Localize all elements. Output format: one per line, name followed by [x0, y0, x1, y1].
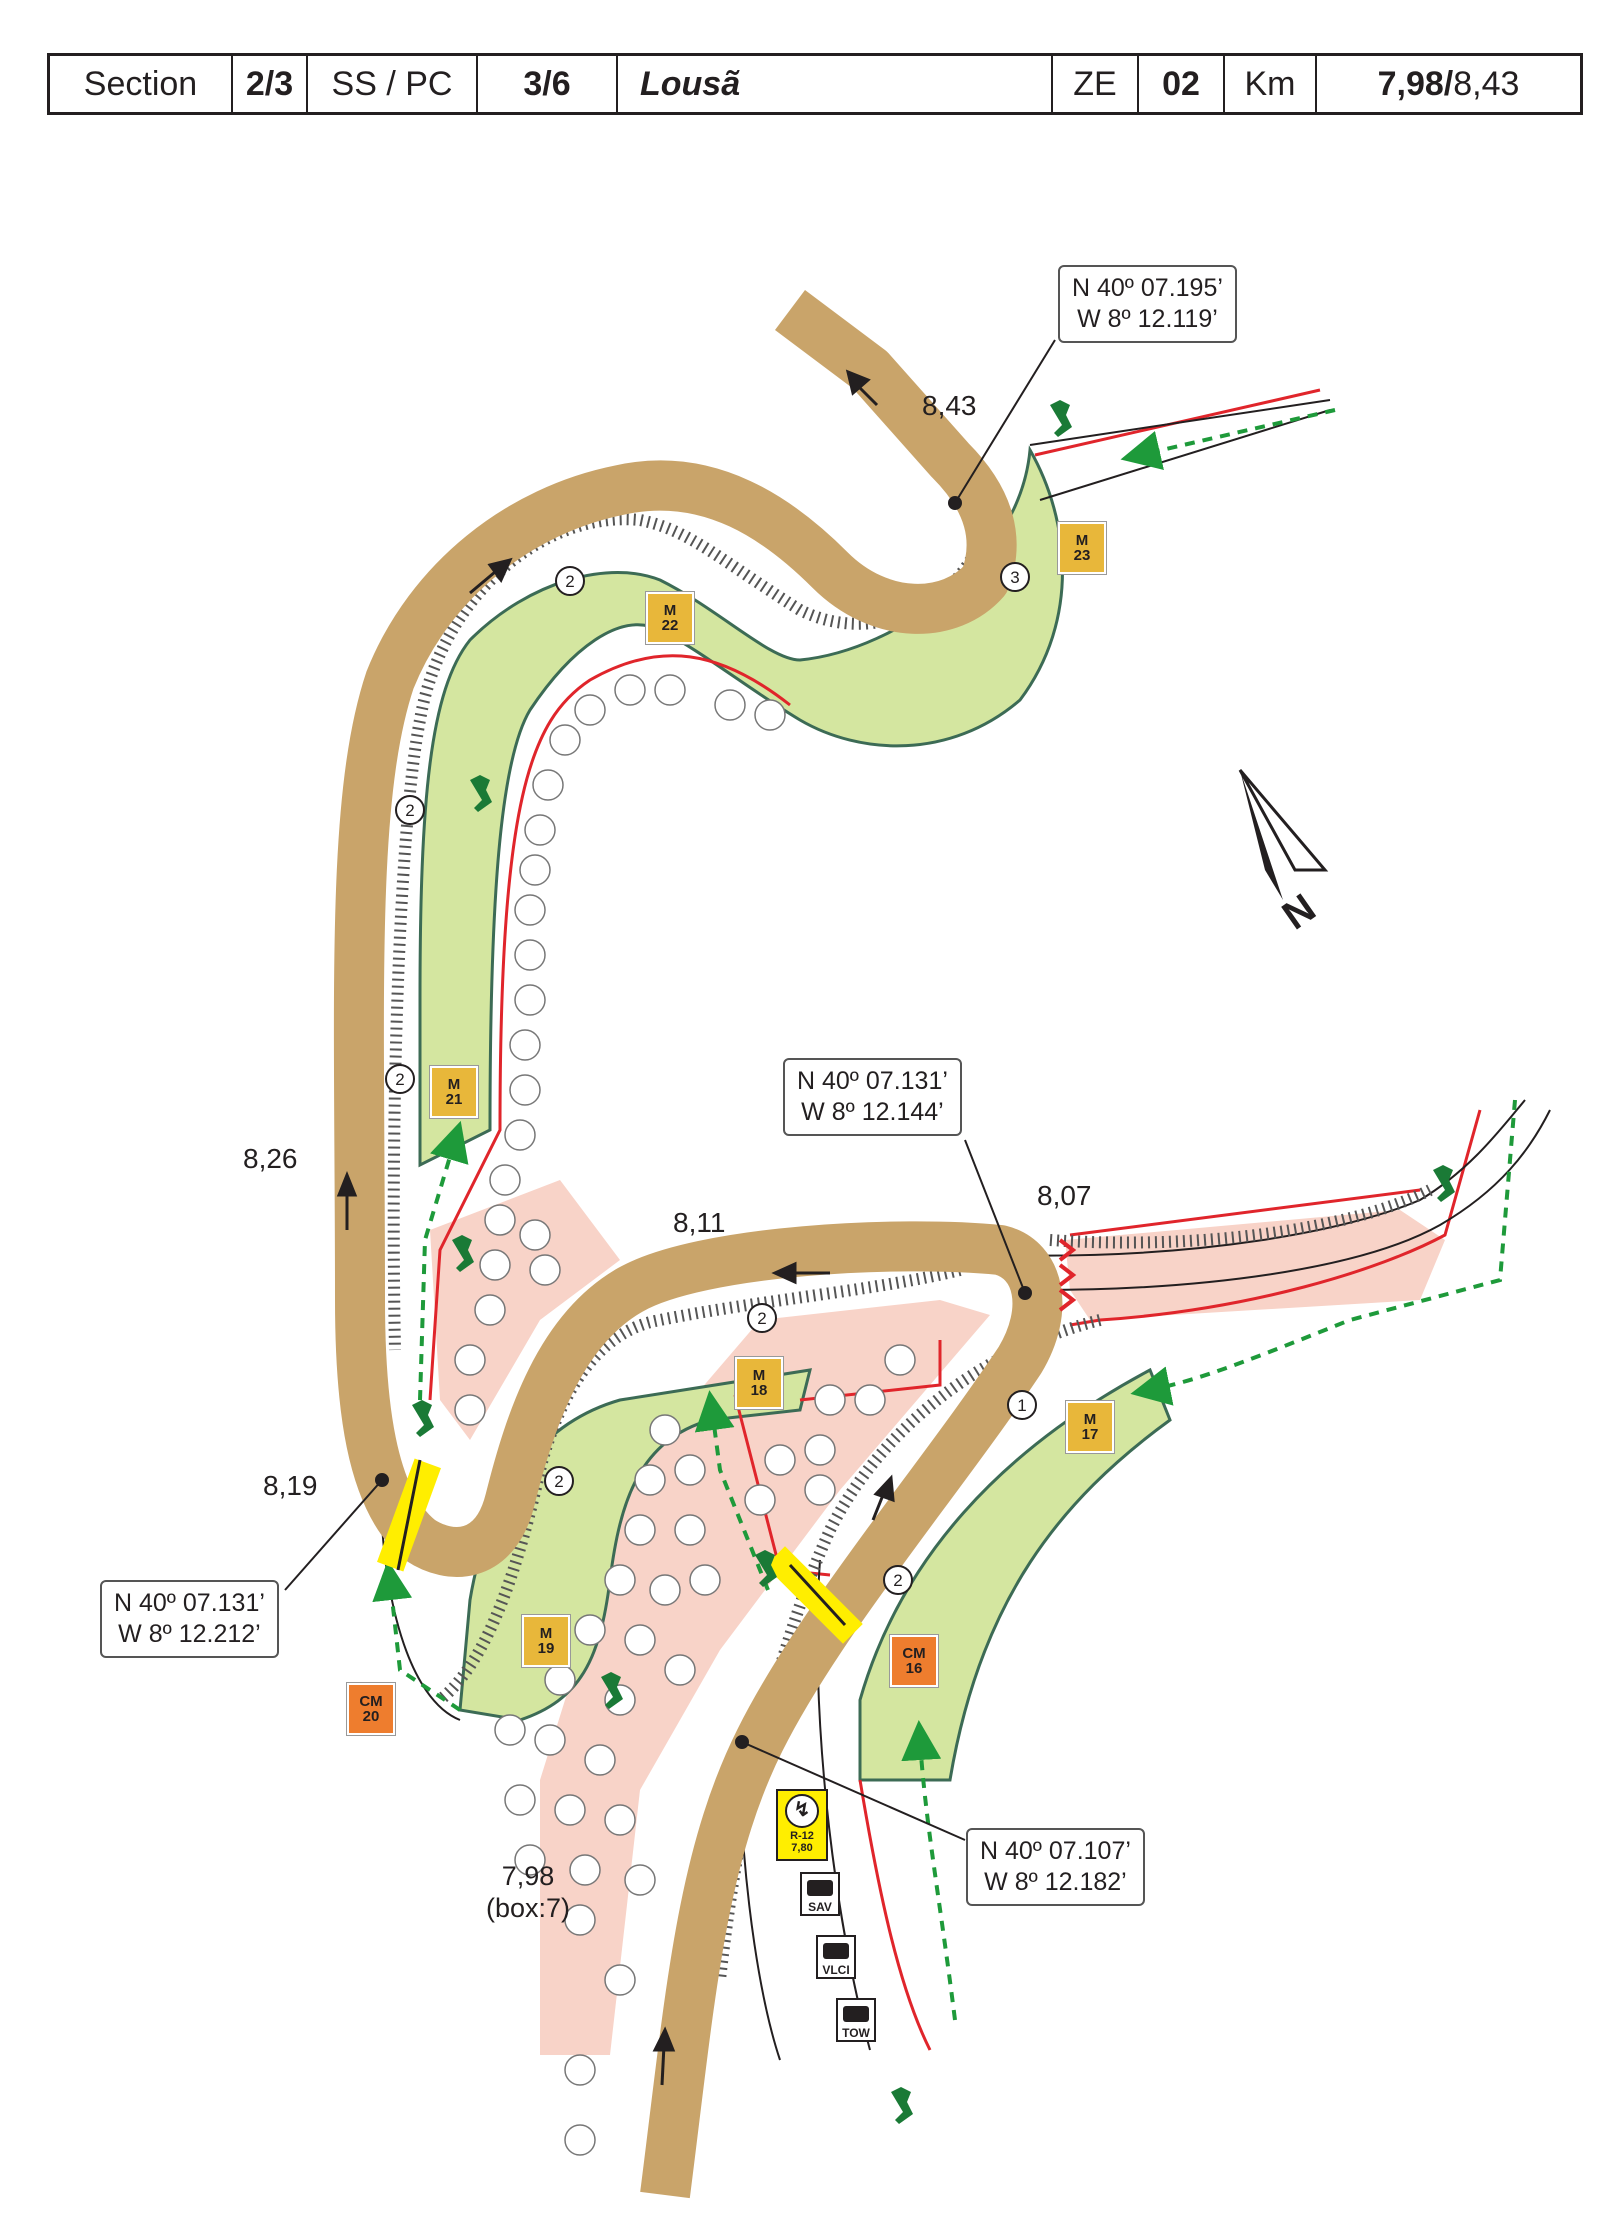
start-marker: 7,98 (box:7) — [486, 1860, 570, 1924]
corner-grade: 2 — [757, 1309, 766, 1328]
longitude: W 8º 12.144’ — [801, 1098, 944, 1126]
latitude: N 40º 07.195’ — [1072, 274, 1223, 302]
km-marker: 8,43 — [922, 390, 977, 421]
stage-header: Section 2/3 SS / PC 3/6 Lousã ZE 02 Km 7… — [47, 53, 1583, 115]
km-label: Km — [1225, 56, 1317, 112]
corner-grade: 2 — [554, 1472, 563, 1491]
marshal-icon — [891, 2087, 913, 2124]
coordinate-box: N 40º 07.131’ W 8º 12.212’ — [100, 1580, 279, 1658]
marshal-icon — [755, 1550, 777, 1587]
sspc-value: 3/6 — [478, 56, 618, 112]
stage-name: Lousã — [618, 56, 1053, 112]
corner-grade: 2 — [893, 1571, 902, 1590]
marshal-icon — [1433, 1165, 1455, 1202]
stop-zones — [377, 1458, 863, 1644]
road-surface — [333, 290, 1063, 2199]
longitude: W 8º 12.212’ — [118, 1620, 261, 1648]
radio-km: 7,80 — [791, 1842, 813, 1854]
start-box: (box:7) — [486, 1893, 571, 1923]
corner-grade-labels: 2 3 2 2 2 1 2 2 — [395, 568, 1026, 1590]
radio-code: R-12 — [790, 1830, 814, 1842]
latitude: N 40º 07.107’ — [980, 1837, 1131, 1865]
direction-arrows — [336, 369, 895, 2086]
section-value: 2/3 — [233, 56, 308, 112]
latitude: N 40º 07.131’ — [114, 1589, 265, 1617]
marshal-icon — [412, 1400, 434, 1437]
corner-grade: 2 — [405, 801, 414, 820]
leader-lines — [284, 339, 1056, 1841]
north-arrow-icon — [1238, 769, 1329, 900]
latitude: N 40º 07.131’ — [797, 1067, 948, 1095]
corner-grade: 2 — [395, 1070, 404, 1089]
radio-point-badge: ↯ R-12 7,80 — [776, 1789, 828, 1861]
access-paths — [372, 408, 1517, 2021]
km-marker: 8,19 — [263, 1470, 318, 1501]
coordinate-box: N 40º 07.131’ W 8º 12.144’ — [783, 1058, 962, 1136]
coordinate-box: N 40º 07.107’ W 8º 12.182’ — [966, 1828, 1145, 1906]
red-lines — [428, 388, 1482, 2051]
marshal-icons — [412, 400, 1455, 2124]
ze-value: 02 — [1139, 56, 1225, 112]
marshal-icon — [1050, 400, 1072, 437]
start-km: 7,98 — [501, 1861, 555, 1891]
stage-road — [333, 290, 1063, 2199]
longitude: W 8º 12.182’ — [984, 1868, 1127, 1896]
tree-symbols — [454, 674, 916, 2156]
ze-label: ZE — [1053, 56, 1139, 112]
marshal-icon — [452, 1235, 474, 1272]
longitude: W 8º 12.119’ — [1077, 305, 1218, 333]
chevrons — [1058, 1238, 1077, 1312]
marshal-icon — [470, 775, 492, 812]
km-range-end: 8,43 — [1453, 64, 1520, 103]
coordinate-box: N 40º 07.195’ W 8º 12.119’ — [1058, 265, 1237, 343]
service-badge-tow: TOW — [836, 1998, 876, 2042]
vehicle-icon — [823, 1943, 849, 1959]
km-range-start: 7,98/ — [1377, 64, 1454, 103]
marshal-icon — [601, 1672, 623, 1709]
tow-truck-icon — [843, 2006, 869, 2022]
service-badge-vlci: VLCI — [816, 1935, 856, 1979]
service-badge-sav: SAV — [800, 1872, 840, 1916]
km-marker: 8,11 — [673, 1207, 726, 1238]
vehicle-icon — [807, 1880, 833, 1896]
forbidden-zone-left — [430, 1180, 620, 1440]
sspc-label: SS / PC — [308, 56, 478, 112]
section-label: Section — [50, 56, 233, 112]
corner-grade: 2 — [565, 572, 574, 591]
corner-grade: 3 — [1010, 568, 1019, 587]
km-marker: 8,26 — [243, 1143, 298, 1174]
corner-grade: 1 — [1017, 1396, 1026, 1415]
km-range: 7,98/8,43 — [1317, 56, 1580, 112]
clock-icon: ↯ — [785, 1794, 819, 1828]
km-marker: 8,07 — [1037, 1180, 1092, 1211]
forbidden-zone-right — [1065, 1210, 1445, 1320]
corner-grade-circles — [385, 562, 1037, 1595]
